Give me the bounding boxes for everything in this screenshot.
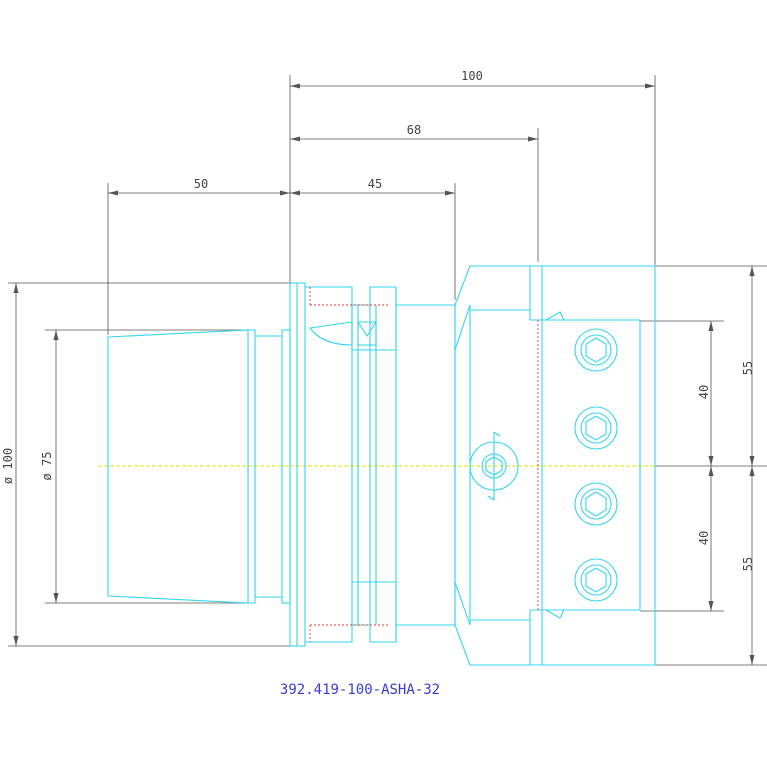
dim-body-to-flange: 68 xyxy=(407,123,421,137)
dim-lower-screw-span: 40 xyxy=(697,531,711,545)
grip-groove xyxy=(305,286,397,351)
tool-holder-outline xyxy=(107,265,656,666)
hex-socket-screw-icon xyxy=(574,558,618,602)
part-number: 392.419-100-ASHA-32 xyxy=(280,682,440,698)
hex-socket-screw-icon xyxy=(574,328,618,372)
hidden-lines xyxy=(309,287,539,642)
dim-upper-height: 55 xyxy=(741,361,755,375)
hex-socket-screw-icon xyxy=(574,482,618,526)
coolant-screw-icon xyxy=(469,431,519,501)
hex-socket-screw-icon xyxy=(574,406,618,450)
dim-shank-diameter: ø 75 xyxy=(40,452,54,481)
dim-upper-screw-span: 40 xyxy=(697,385,711,399)
orientation-notch xyxy=(309,321,353,346)
dim-overall-length: 100 xyxy=(461,69,483,83)
dimension-lines xyxy=(8,75,767,666)
dim-flange-diameter: ø 100 xyxy=(1,448,15,484)
dim-lower-height: 55 xyxy=(741,557,755,571)
dim-shank-length: 50 xyxy=(194,177,208,191)
clamping-screws xyxy=(469,328,618,602)
dimension-labels: 100 68 50 45 ø 100 ø 75 55 55 40 40 xyxy=(1,69,755,571)
dim-neck-length: 45 xyxy=(368,177,382,191)
neck xyxy=(396,304,456,626)
taper-shank xyxy=(107,329,256,604)
head-block xyxy=(454,265,656,666)
